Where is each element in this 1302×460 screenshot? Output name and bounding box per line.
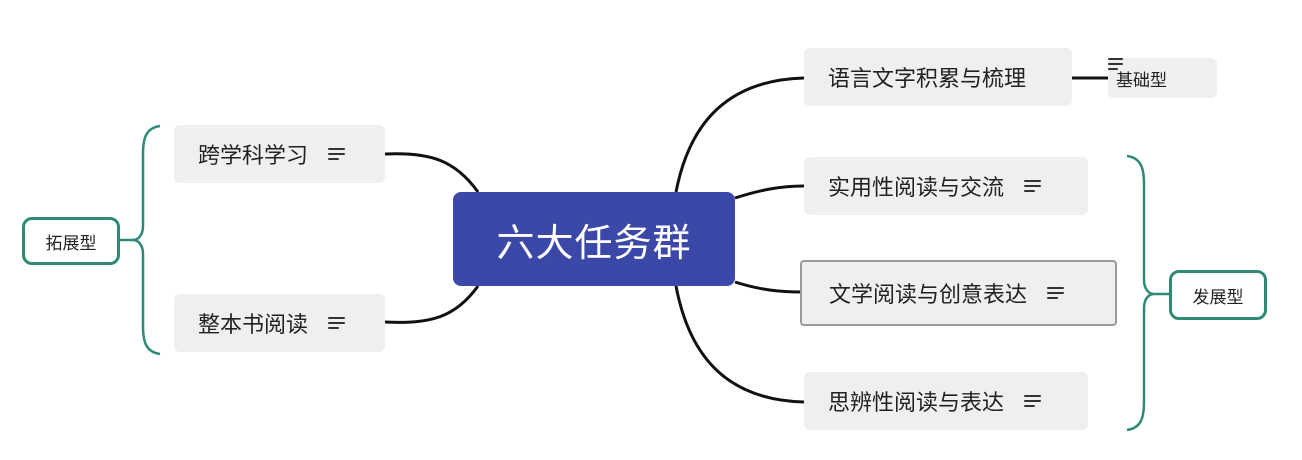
summary-label: 拓展型 [45, 233, 97, 254]
topic-language-accumulation[interactable]: 语言文字积累与梳理 [804, 48, 1072, 106]
topic-label: 整本书阅读 [198, 313, 309, 338]
link-root-literary [734, 280, 803, 294]
central-topic-label: 六大任务群 [496, 220, 692, 265]
topic-label: 文学阅读与创意表达 [829, 283, 1028, 308]
summary-extension-type[interactable]: 拓展型 [22, 217, 120, 265]
subtopic-label: 基础型 [1116, 70, 1167, 91]
link-root-practical [734, 184, 805, 200]
summary-bracket-right [1126, 154, 1155, 432]
summary-development-type[interactable]: 发展型 [1169, 270, 1267, 320]
topic-practical-reading[interactable]: 实用性阅读与交流 [804, 157, 1088, 215]
subtopic-basic-type[interactable]: 基础型 [1108, 58, 1217, 98]
summary-bracket-left [132, 124, 161, 356]
notes-icon[interactable] [328, 147, 346, 161]
topic-cross-discipline[interactable]: 跨学科学习 [174, 125, 385, 183]
link-root-cross-discipline [384, 152, 480, 193]
link-root-whole-book [384, 285, 480, 324]
central-topic[interactable]: 六大任务群 [453, 192, 735, 286]
topic-critical-reading[interactable]: 思辨性阅读与表达 [804, 372, 1088, 430]
notes-icon[interactable] [1047, 286, 1065, 300]
topic-label: 思辨性阅读与表达 [828, 391, 1005, 416]
notes-icon[interactable] [328, 316, 346, 330]
topic-label: 实用性阅读与交流 [828, 176, 1005, 201]
link-root-critical [674, 285, 805, 404]
notes-icon[interactable] [1024, 394, 1042, 408]
summary-label: 发展型 [1192, 287, 1244, 308]
topic-label: 跨学科学习 [198, 144, 309, 169]
topic-literary-reading[interactable]: 文学阅读与创意表达 [800, 260, 1117, 326]
topic-whole-book-reading[interactable]: 整本书阅读 [174, 294, 385, 352]
notes-icon[interactable] [1024, 179, 1042, 193]
link-root-language [674, 76, 805, 193]
topic-label: 语言文字积累与梳理 [828, 67, 1027, 92]
